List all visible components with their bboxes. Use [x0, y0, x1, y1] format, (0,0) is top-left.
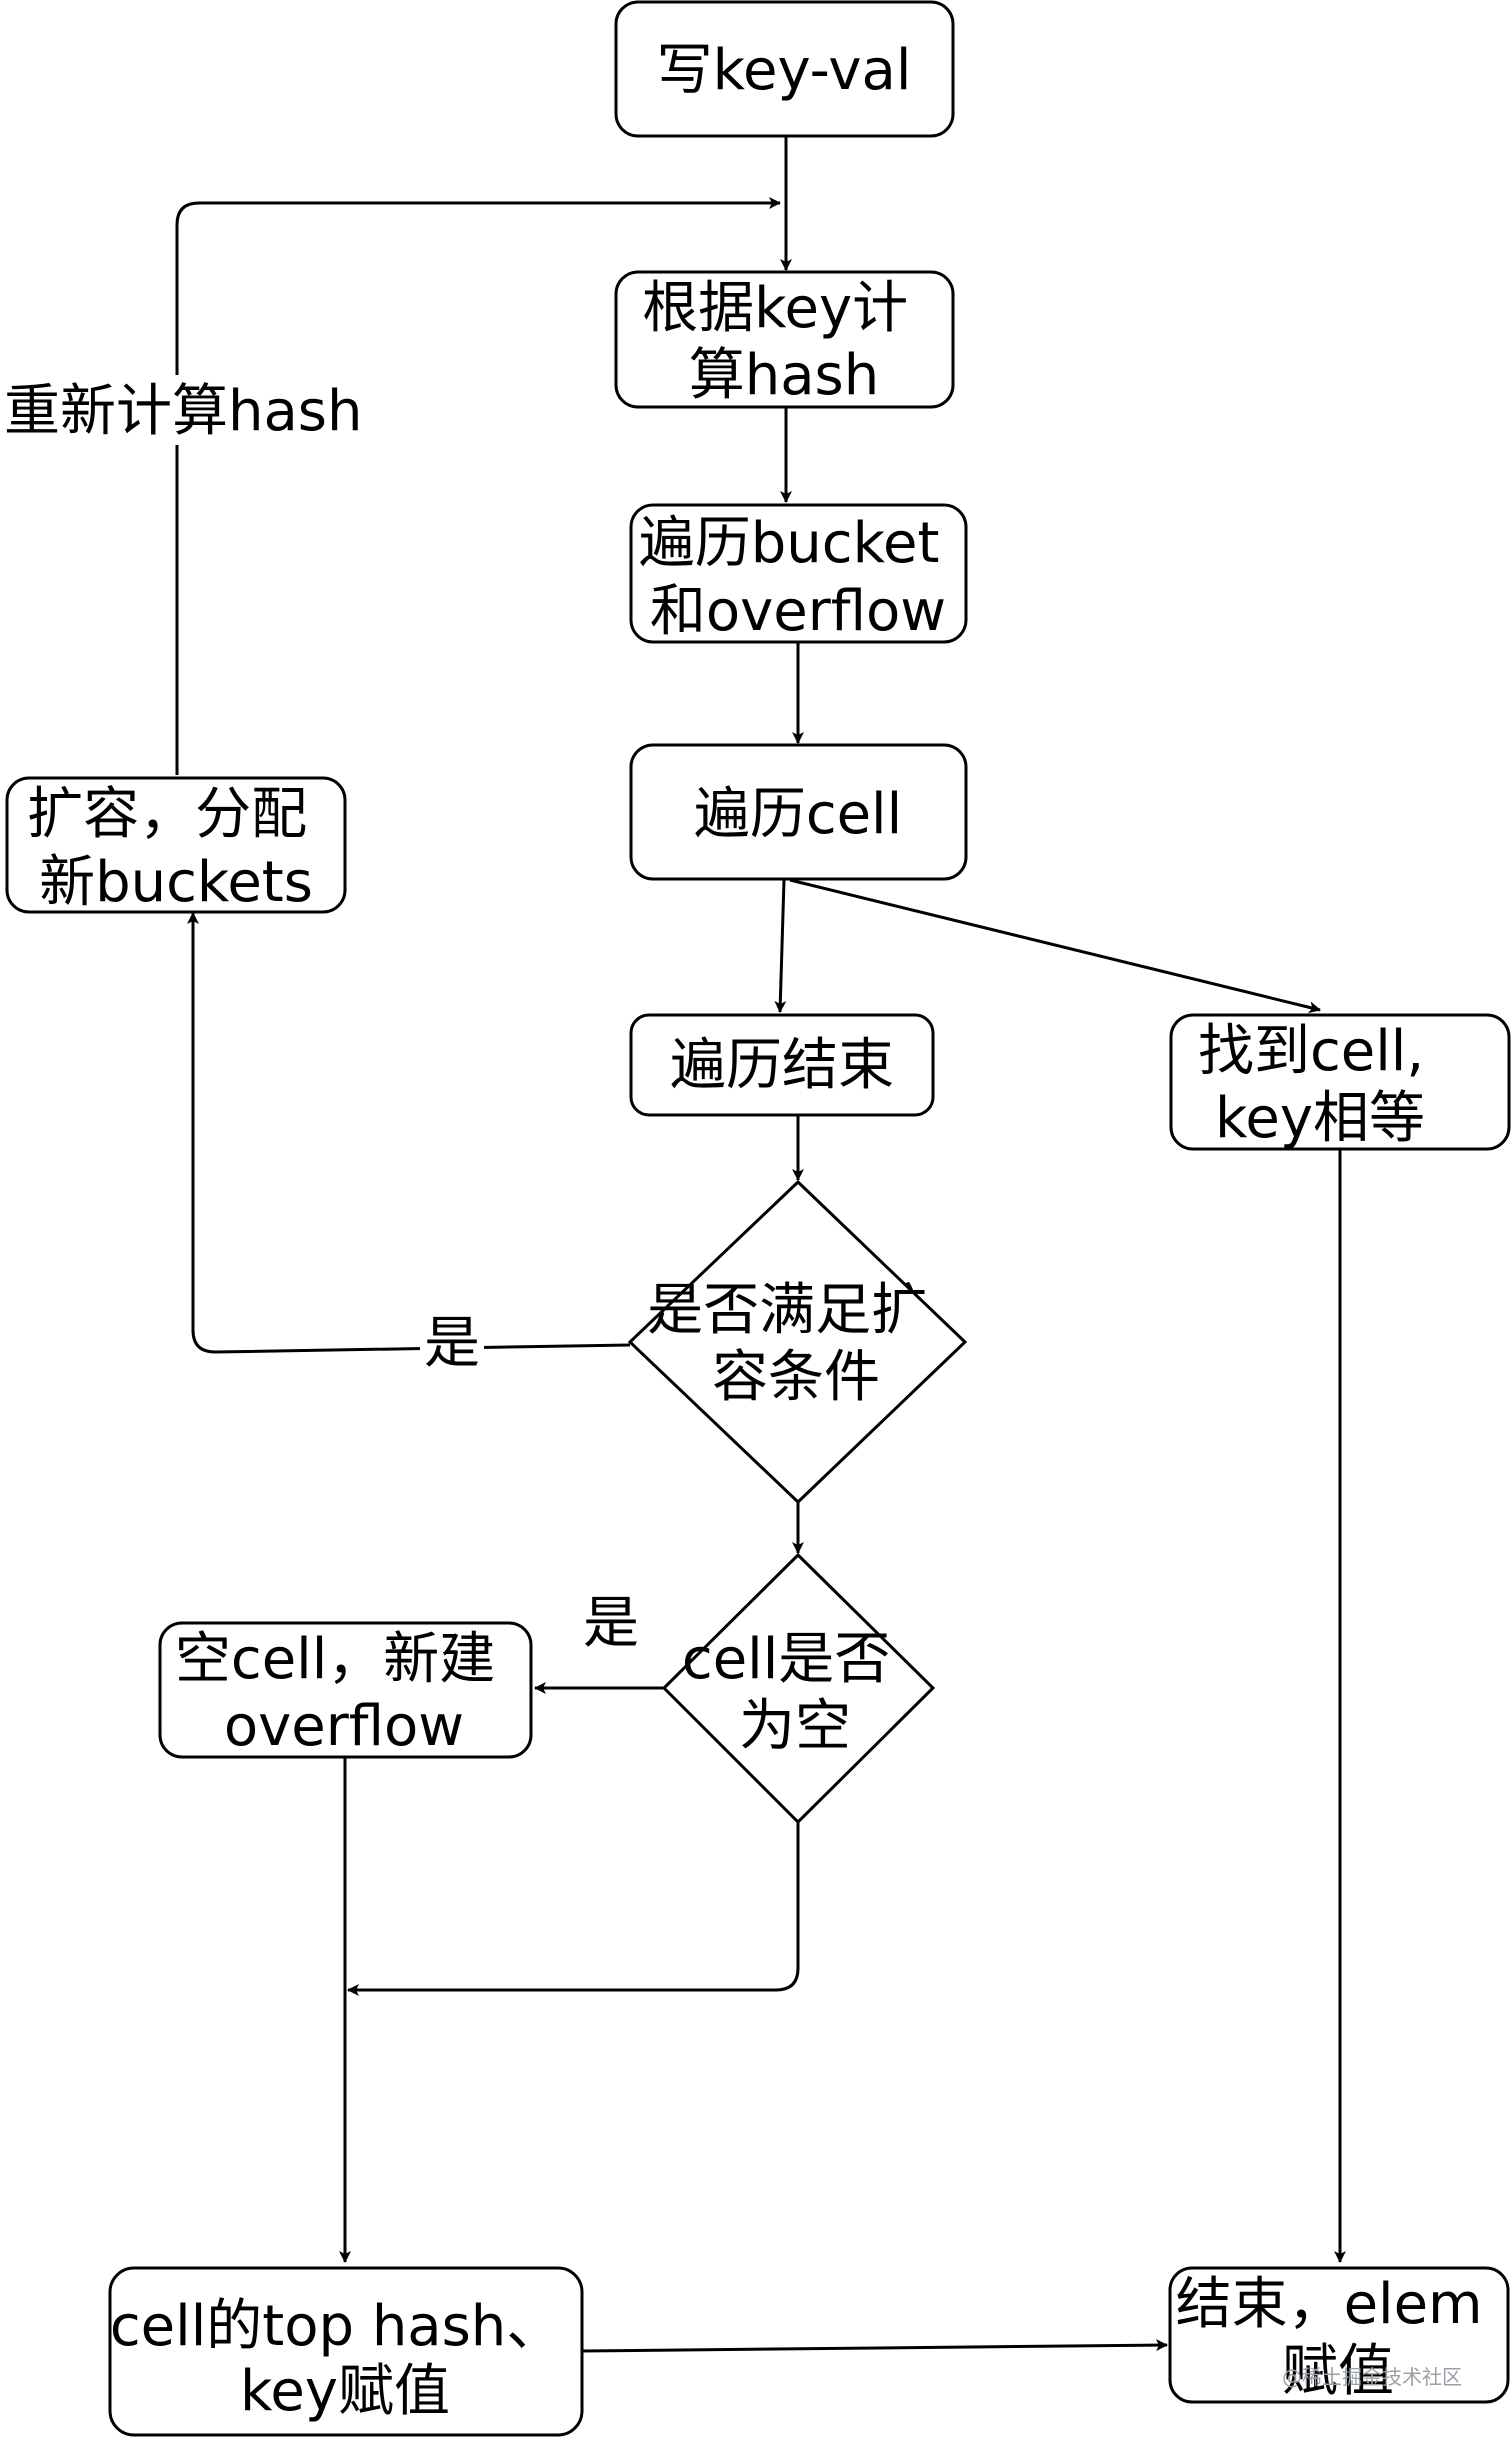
edge-assign-to-finish [581, 2339, 1168, 2353]
node-new-overflow: 空cell，新建 overflow [158, 1621, 533, 1759]
node-expand-label: 扩容，分配 新buckets [27, 782, 325, 915]
node-found-cell-label: 找到cell, key相等 [1198, 1019, 1442, 1151]
edge-rehash [175, 197, 781, 775]
node-write-kv: 写key-val [614, 0, 955, 138]
node-iterate-bucket-label: 遍历bucket 和overflow [639, 511, 957, 644]
node-iterate-end-label: 遍历结束 [670, 1033, 894, 1098]
node-found-cell: 找到cell, key相等 [1169, 1013, 1511, 1151]
node-need-expand-label: 是否满足扩 容条件 [647, 1278, 945, 1410]
node-new-overflow-label: 空cell，新建 overflow [175, 1627, 513, 1759]
node-iterate-cell: 遍历cell [629, 743, 968, 881]
node-iterate-end: 遍历结束 [629, 1013, 935, 1117]
node-write-kv-label: 写key-val [657, 38, 912, 103]
node-iterate-cell-label: 遍历cell [694, 782, 902, 847]
edge-label-rehash: 重新计算hash [2, 375, 377, 445]
node-finish-label: 结束，elem 赋值 [1176, 2272, 1501, 2404]
watermark: @稀土掘金技术社区 [1282, 2365, 1462, 2389]
edge-label-expand-yes: 是 [420, 1310, 484, 1378]
edge-expand-yes [187, 912, 631, 1354]
node-need-expand: 是否满足扩 容条件 [627, 1179, 968, 1505]
node-cell-empty-label: cell是否 为空 [682, 1627, 908, 1759]
node-compute-hash-label: 根据key计 算hash [642, 276, 926, 408]
node-cell-empty: cell是否 为空 [661, 1552, 936, 1825]
edge-cell-to-found [789, 878, 1321, 1014]
edge-empty-no [347, 1823, 800, 1996]
node-assign-key-label: cell的top hash、 key赋值 [110, 2294, 580, 2424]
node-assign-key: cell的top hash、 key赋值 [108, 2266, 584, 2437]
edge-label-empty-yes: 是 [583, 1591, 639, 1656]
edges [175, 137, 1346, 2353]
node-compute-hash: 根据key计 算hash [614, 270, 955, 409]
edge-label-expand-yes-text: 是 [424, 1311, 480, 1376]
node-expand: 扩容，分配 新buckets [5, 776, 347, 915]
node-finish: 结束，elem 赋值 [1168, 2266, 1510, 2404]
edge-label-rehash-text: 重新计算hash [4, 379, 362, 444]
edge-cell-to-end [774, 879, 787, 1013]
node-iterate-bucket: 遍历bucket 和overflow [629, 503, 968, 644]
